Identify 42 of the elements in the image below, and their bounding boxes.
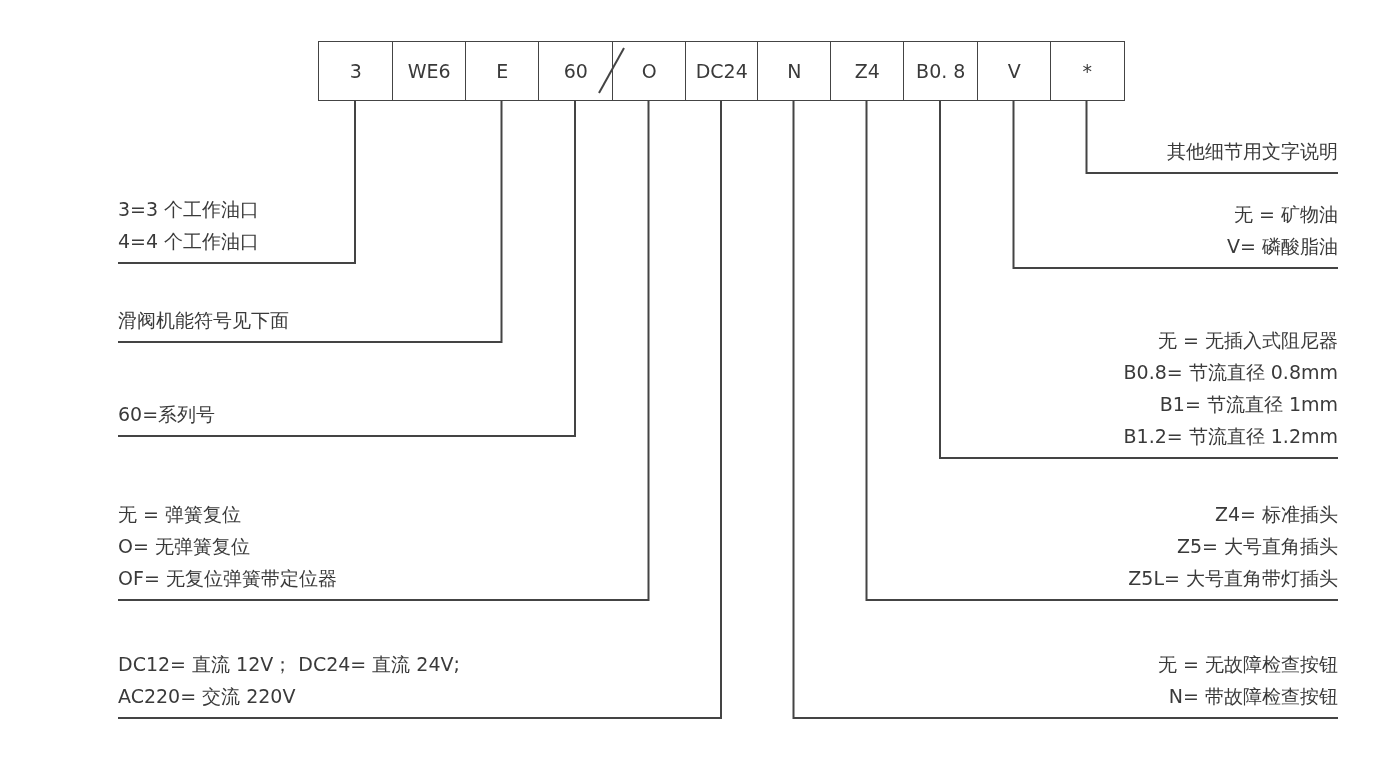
code-cell: E	[465, 41, 540, 101]
code-cell: V	[977, 41, 1052, 101]
leader-line	[117, 100, 576, 437]
leader-line	[117, 100, 722, 719]
description-line: AC220= 交流 220V	[118, 684, 297, 709]
description-line: V= 磷酸脂油	[1227, 234, 1338, 259]
description-line: Z4= 标准插头	[1213, 502, 1338, 527]
leader-line	[117, 100, 356, 264]
description-line: Z5= 大号直角插头	[1175, 534, 1338, 559]
description-line: 其他细节用文字说明	[1167, 139, 1338, 164]
code-cell: 3	[318, 41, 394, 101]
description-line: OF= 无复位弹簧带定位器	[118, 566, 337, 591]
leader-line	[117, 100, 650, 601]
description-line: 无 = 无故障检查按钮	[1158, 652, 1338, 677]
code-cell: O	[612, 41, 687, 101]
code-cell: WE6	[392, 41, 467, 101]
leader-line	[939, 100, 1339, 459]
description-line: 滑阀机能符号见下面	[118, 308, 289, 333]
leader-line	[865, 100, 1339, 601]
leader-line	[1085, 100, 1339, 174]
description-line: 无 = 矿物油	[1233, 202, 1338, 227]
description-line: DC12= 直流 12V； DC24= 直流 24V;	[118, 652, 460, 677]
description-line: 无 = 无插入式阻尼器	[1157, 328, 1338, 353]
code-cell: 60	[538, 41, 614, 101]
description-line: 无 = 弹簧复位	[118, 502, 242, 527]
description-line: B0.8= 节流直径 0.8mm	[1123, 360, 1338, 385]
leader-line	[117, 100, 503, 343]
description-line: 60=系列号	[118, 402, 216, 427]
description-line: 4=4 个工作油口	[118, 229, 260, 254]
code-cell: *	[1050, 41, 1125, 101]
description-line: B1.2= 节流直径 1.2mm	[1123, 424, 1338, 449]
leader-line	[1012, 100, 1339, 269]
description-line: Z5L= 大号直角带灯插头	[1128, 566, 1338, 591]
description-line: O= 无弹簧复位	[118, 534, 251, 559]
code-cell: B0. 8	[903, 41, 979, 101]
code-cell: DC24	[685, 41, 759, 101]
leader-line	[792, 100, 1339, 719]
description-line: N= 带故障检查按钮	[1167, 684, 1338, 709]
code-cell: N	[757, 41, 832, 101]
description-line: 3=3 个工作油口	[118, 197, 260, 222]
code-cell: Z4	[830, 41, 905, 101]
description-line: B1= 节流直径 1mm	[1158, 392, 1338, 417]
